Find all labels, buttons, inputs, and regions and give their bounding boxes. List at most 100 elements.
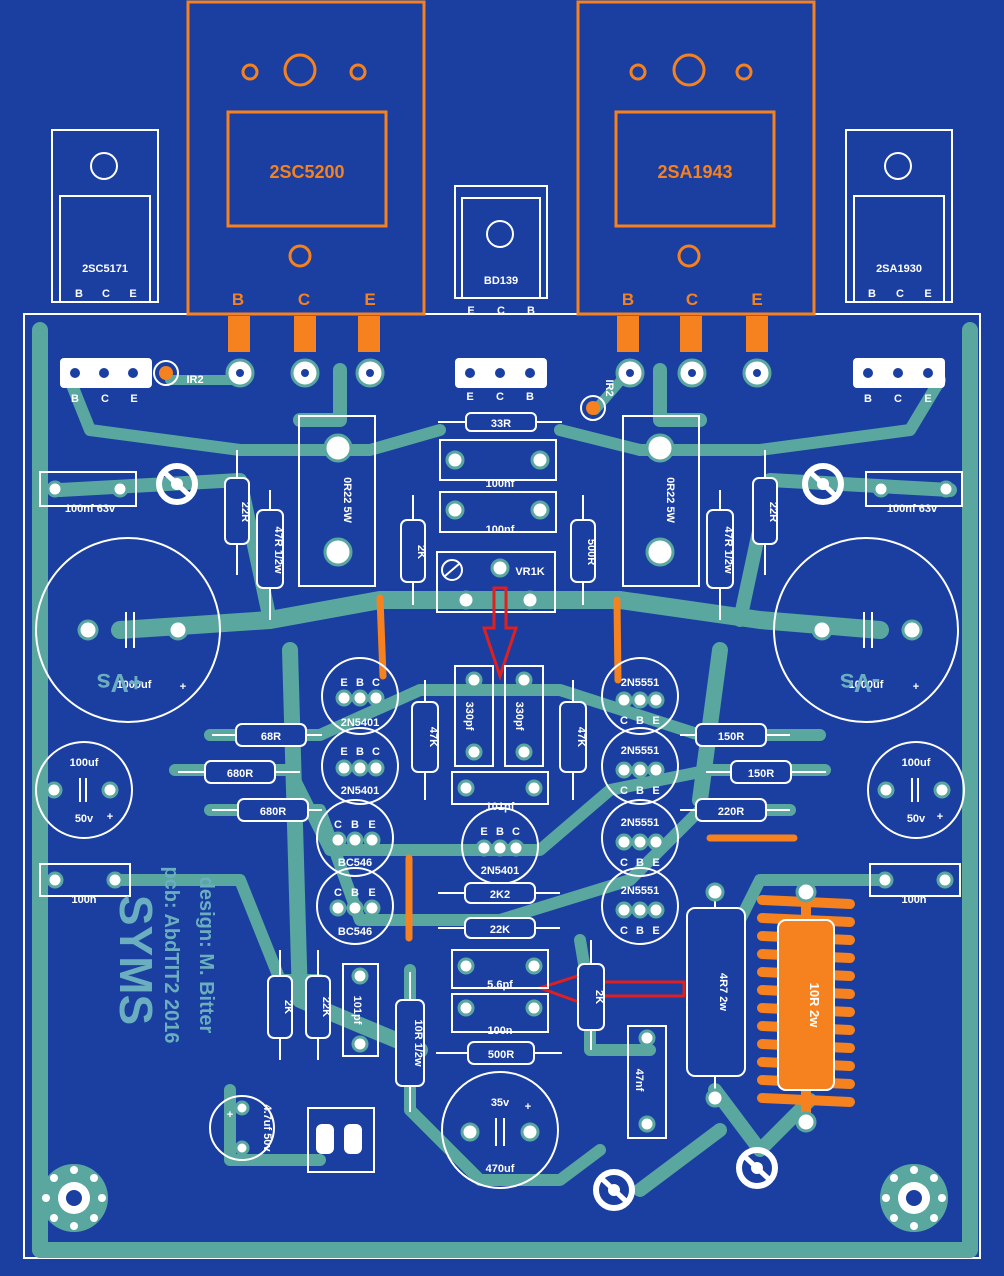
r680b-label: 680R (260, 806, 286, 818)
r2kc-label: 2K (593, 990, 605, 1004)
transistor-2n5401-b: E B C 2N5401 (321, 727, 399, 805)
resistor-33r: 33R (438, 412, 562, 432)
t7-pin-b: B (636, 785, 644, 797)
resistor-500r-bottom: 500R (436, 1041, 562, 1065)
r47kl-label: 47K (427, 727, 439, 747)
heatsink-screw-right (802, 463, 844, 505)
capacitor-330pf-b: 330pf (504, 665, 544, 767)
t4-pin-b: B (351, 887, 359, 899)
resistor-680r-b: 680R (212, 798, 322, 822)
r500-label: 500R (585, 539, 597, 565)
r68-label: 68R (261, 731, 281, 743)
c1000l-label: 1000uf (117, 679, 152, 691)
pads-q3: E C B (455, 358, 547, 403)
capacitor-101pf-low: 101pf (342, 963, 379, 1057)
capacitor-100nf-a: 100nf (439, 439, 557, 490)
resistor-0r22-left: 0R22 5W (298, 415, 376, 587)
credits-line2: design: M. Bitter (195, 877, 217, 1034)
resistor-22k: 22K (438, 917, 560, 939)
c330a-label: 330pf (463, 702, 475, 731)
q1-name: 2SC5171 (82, 263, 128, 275)
r33-label: 33R (491, 418, 511, 430)
c1000r-label: 1000uf (849, 679, 884, 691)
t5-pin-c: C (512, 826, 520, 838)
pad-right-e: E (924, 393, 931, 405)
transistor-bc546-a: C B E BC546 (316, 799, 394, 877)
c1000l-plus: + (180, 681, 186, 693)
c100nb-label: 100nf (486, 524, 515, 536)
capacitor-101pf: 101pf (451, 771, 549, 813)
q5-pin-c: C (896, 288, 904, 300)
resistor-10r-half: 10R 1/2w (395, 972, 425, 1112)
pad-left-c: C (101, 393, 109, 405)
t6-name: 2N5551 (621, 677, 660, 689)
transistor-2n5551-c: 2N5551 C B E (601, 799, 679, 877)
transistor-2n5401-a: E B C 2N5401 (321, 657, 399, 735)
t8-pin-c: C (620, 857, 628, 869)
resistor-22r-left: 22R (224, 450, 251, 575)
r0r22r-label: 0R22 5W (664, 477, 676, 523)
resistor-150r-a: 150R (680, 723, 790, 747)
credits-line1: pcb: AbdTIT2 2016 (160, 866, 182, 1043)
c1000r-plus: + (913, 681, 919, 693)
transistor-2n5551-d: 2N5551 C B E (601, 867, 679, 945)
r4r7-label: 4R7 2w (717, 973, 729, 1011)
t1-pin-e: E (340, 677, 347, 689)
v35-label: 35v (491, 1097, 510, 1109)
capacitor-100nf-b: 100nf (439, 491, 557, 536)
q2-pin-c: C (298, 290, 310, 309)
c56-label: 5.6pf (487, 979, 513, 991)
resistor-150r-b: 150R (706, 760, 826, 784)
r150b-label: 150R (748, 768, 774, 780)
c100nr-label: 100n (901, 894, 926, 906)
indicator-arrow-down (481, 586, 519, 681)
t7-pin-c: C (620, 785, 628, 797)
t7-name: 2N5551 (621, 745, 660, 757)
r22l-label: 22R (239, 502, 251, 522)
resistor-22r-right: 22R (752, 450, 779, 575)
r22k-label: 22K (490, 924, 510, 936)
t5-pin-e: E (480, 826, 487, 838)
capacitor-330pf-a: 330pf (454, 665, 494, 767)
q1-pin-b: B (75, 288, 83, 300)
pad-mid-e: E (466, 391, 473, 403)
v50l-label: 50v (75, 813, 94, 825)
resistor-2k-top: 2K (400, 495, 427, 605)
credits-title: SYMS (110, 895, 162, 1025)
q3-pin-b: B (527, 305, 535, 317)
c100ufl-plus: + (107, 811, 113, 823)
resistor-680r-a: 680R (178, 760, 300, 784)
transistor-2n5401-c: E B C 2N5401 (461, 807, 539, 885)
q3-name: BD139 (484, 275, 518, 287)
c47-plus: + (227, 1109, 233, 1121)
resistor-4r7-2w: 4R7 2w (686, 882, 746, 1108)
pad-left-b: B (71, 393, 79, 405)
t2-name: 2N5401 (341, 785, 380, 797)
t2-pin-b: B (356, 746, 364, 758)
inductor-10r-2w: 10R 2w (757, 881, 855, 1133)
c100nc-label: 100n (487, 1025, 512, 1037)
resistor-68r: 68R (212, 723, 322, 747)
t2-pin-e: E (340, 746, 347, 758)
t9-pin-e: E (652, 925, 659, 937)
c470-plus: + (525, 1101, 531, 1113)
capacitor-100uf-right: 100uf 50v + (867, 741, 965, 839)
pads-q1: B C E (60, 358, 152, 405)
c47-label: 4.7uf 50v (261, 1104, 273, 1152)
transistor-2sc5171: 2SC5171 B C E (51, 129, 159, 303)
t8-name: 2N5551 (621, 817, 660, 829)
resistor-0r22-right: 0R22 5W (622, 415, 700, 587)
mounting-hole-right (880, 1164, 948, 1232)
t5-pin-b: B (496, 826, 504, 838)
q5-pin-e: E (924, 288, 931, 300)
capacitor-100n-mid: 100n (451, 993, 549, 1037)
c330b-label: 330pf (513, 702, 525, 731)
input-connector (307, 1107, 375, 1173)
transistor-bc546-b: C B E BC546 (316, 867, 394, 945)
capacitor-100nf-63v-right: 100nf 63v (865, 471, 963, 515)
capacitor-1000uf-left: 1000uf + +Vs (35, 537, 221, 723)
q2-name: 2SC5200 (269, 162, 344, 182)
capacitor-100uf-left: 100uf 50v + (35, 741, 133, 839)
t7-pin-e: E (652, 785, 659, 797)
